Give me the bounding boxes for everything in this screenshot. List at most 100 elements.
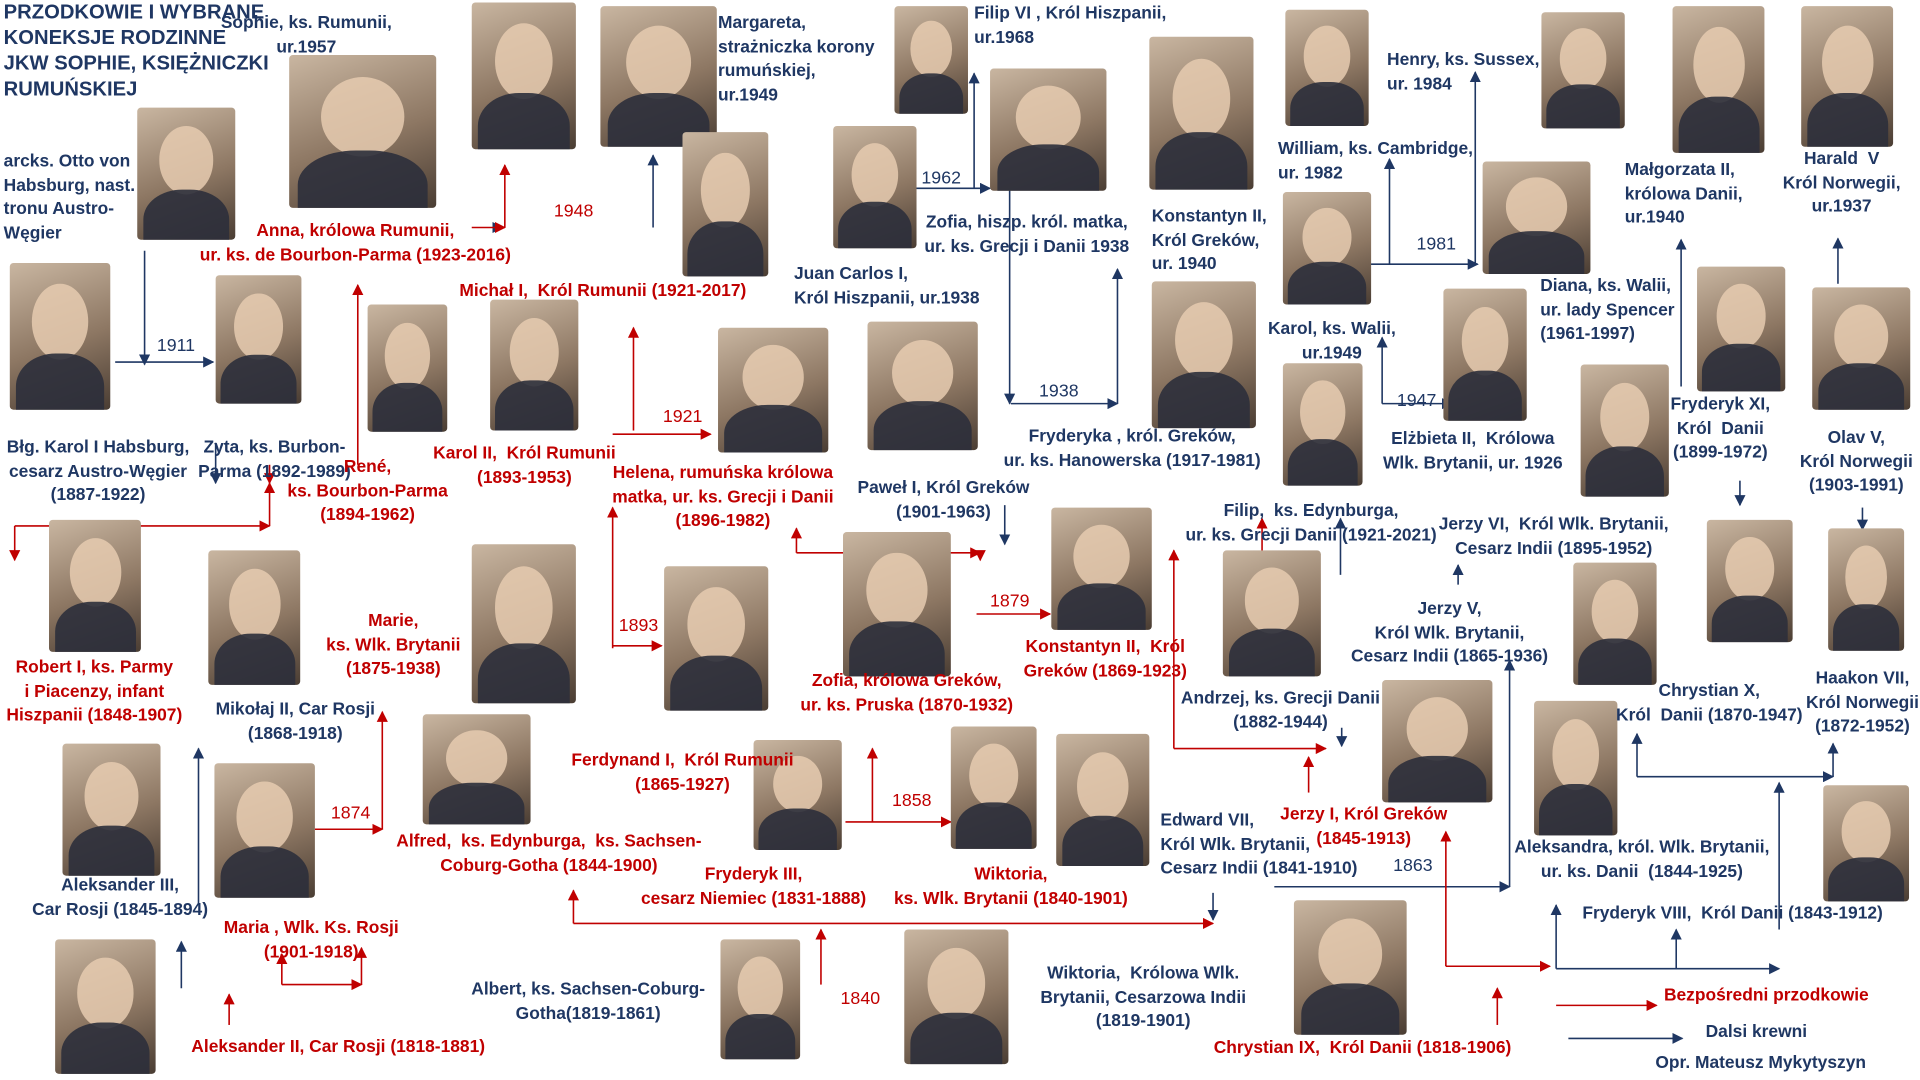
- portrait-photo: [894, 6, 968, 114]
- portrait-photo: [753, 739, 842, 851]
- person-label-anna: Anna, królowa Rumunii, ur. ks. de Bourbo…: [199, 221, 511, 265]
- marriage-year-1981: 1981: [1416, 234, 1456, 255]
- person-label-edward7: Edward VII, Król Wlk. Brytanii, Cesarz I…: [1160, 810, 1358, 879]
- person-label-haakon: Haakon VII, Król Norwegii (1872-1952): [1805, 669, 1919, 737]
- portrait-photo: [1482, 161, 1591, 274]
- portrait-photo: [664, 566, 769, 711]
- marriage-year-1921: 1921: [662, 407, 703, 427]
- portrait-photo: [1823, 785, 1910, 902]
- marriage-year-1893: 1893: [618, 616, 659, 637]
- portrait-photo: [600, 6, 717, 147]
- portrait-photo: [718, 327, 829, 453]
- person-label-karol2: Karol II, Król Rumunii (1893-1953): [433, 443, 616, 488]
- portrait-photo: [367, 304, 448, 432]
- legend-direct-label: Bezpośredni przodkowie: [1663, 985, 1869, 1006]
- person-label-diana: Diana, ks. Walii, ur. lady Spencer (1961…: [1540, 276, 1675, 344]
- person-label-sophie: Sophie, ks. Rumunii, ur.1957: [220, 13, 392, 57]
- person-label-karol1: Błg. Karol I Habsburg, cesarz Austro-Węg…: [6, 437, 190, 506]
- portrait-photo: [990, 68, 1107, 191]
- portrait-photo: [1812, 287, 1911, 410]
- person-label-albert: Albert, ks. Sachsen-Coburg- Gotha(1819-1…: [471, 979, 706, 1024]
- portrait-photo: [422, 714, 531, 825]
- person-label-karol-walii: Karol, ks. Walii, ur.1949: [1267, 319, 1396, 363]
- portrait-photo: [55, 939, 156, 1074]
- person-label-jerzy6: Jerzy VI, Król Wlk. Brytanii, Cesarz Ind…: [1438, 514, 1669, 559]
- portrait-photo: [1282, 363, 1363, 486]
- person-label-wiktoria-k: Wiktoria, Królowa Wlk. Brytanii, Cesarzo…: [1040, 963, 1247, 1032]
- portrait-photo: [1222, 550, 1321, 677]
- marriage-year-1948: 1948: [553, 201, 594, 222]
- person-label-marie: Marie, ks. Wlk. Brytanii (1875-1938): [326, 611, 461, 679]
- person-label-william: William, ks. Cambridge, ur. 1982: [1277, 139, 1473, 183]
- person-label-rene: René, ks. Bourbon-Parma (1894-1962): [287, 457, 448, 525]
- marriage-year-1911: 1911: [156, 336, 196, 356]
- marriage-year-1858: 1858: [892, 791, 932, 811]
- person-label-helena: Helena, rumuńska królowa matka, ur. ks. …: [612, 463, 834, 531]
- person-label-otto: arcks. Otto von Habsburg, nast. tronu Au…: [3, 151, 136, 243]
- person-label-konst2s: Konstantyn II, Król Greków (1869-1923): [1023, 637, 1187, 681]
- portrait-photo: [1672, 6, 1765, 153]
- portrait-photo: [471, 544, 576, 704]
- portrait-photo: [1801, 6, 1894, 147]
- portrait-photo: [1056, 733, 1150, 866]
- portrait-photo: [1285, 9, 1369, 126]
- portrait-photo: [1443, 288, 1527, 421]
- legend-other-label: Dalsi krewni: [1705, 1022, 1808, 1043]
- person-label-henry: Henry, ks. Sussex, ur. 1984: [1387, 50, 1540, 94]
- person-label-filip-edyn: Filip, ks. Edynburga, ur. ks. Grecji Dan…: [1185, 501, 1437, 545]
- person-label-aleksandra: Aleksandra, król. Wlk. Brytanii, ur. ks.…: [1514, 837, 1770, 882]
- person-label-olav: Olav V, Król Norwegii (1903-1991): [1799, 428, 1913, 496]
- person-label-chrystian10: Chrystian X, Król Danii (1870-1947): [1616, 681, 1803, 725]
- person-label-juancarlos: Juan Carlos I, Król Hiszpanii, ur.1938: [793, 264, 980, 308]
- person-label-fryderyk11: Fryderyk XI, Król Danii (1899-1972): [1670, 395, 1771, 463]
- person-label-chrystian9: Chrystian IX, Król Danii (1818-1906): [1213, 1038, 1512, 1058]
- page-title: PRZODKOWIE I WYBRANE KONEKSJE RODZINNE J…: [3, 1, 269, 101]
- portrait-photo: [490, 299, 579, 431]
- portrait-photo: [49, 519, 141, 652]
- marriage-year-1947: 1947: [1396, 391, 1437, 411]
- person-label-maria: Maria , Wlk. Ks. Rosji (1901-1918): [223, 918, 399, 962]
- portrait-photo: [214, 763, 315, 898]
- person-label-harald: Harald V Król Norwegii, ur.1937: [1782, 149, 1901, 217]
- portrait-photo: [1282, 192, 1372, 305]
- portrait-photo: [289, 55, 437, 208]
- person-label-mikolaj: Mikołaj II, Car Rosji (1868-1918): [215, 699, 375, 744]
- person-label-pawel: Paweł I, Król Greków (1901-1963): [857, 478, 1030, 522]
- portrait-photo: [1828, 528, 1905, 651]
- portrait-photo: [1151, 281, 1256, 429]
- marriage-year-1962: 1962: [921, 168, 961, 189]
- portrait-photo: [1580, 364, 1669, 497]
- person-label-aleksander3: Aleksander III, Car Rosji (1845-1894): [32, 875, 209, 920]
- portrait-photo: [215, 275, 302, 404]
- marriage-year-1874: 1874: [330, 803, 371, 824]
- marriage-year-1938: 1938: [1039, 381, 1079, 402]
- portrait-photo: [62, 743, 161, 876]
- person-label-konst2m: Konstantyn II, Król Greków, ur. 1940: [1151, 206, 1267, 274]
- portrait-photo: [1541, 12, 1625, 129]
- person-label-robert: Robert I, ks. Parmy i Piacenzy, infant H…: [6, 658, 183, 726]
- portrait-photo: [720, 939, 801, 1060]
- person-label-jerzy5: Jerzy V, Król Wlk. Brytanii, Cesarz Indi…: [1350, 599, 1549, 667]
- person-label-wiktoria-c: Wiktoria, ks. Wlk. Brytanii (1840-1901): [893, 864, 1128, 909]
- person-label-aleksander2: Aleksander II, Car Rosji (1818-1881): [191, 1037, 486, 1057]
- portrait-photo: [904, 929, 1009, 1065]
- person-label-filip6: Filip VI , Król Hiszpanii, ur.1968: [974, 3, 1167, 48]
- portrait-photo: [1382, 680, 1493, 803]
- portrait-photo: [867, 321, 978, 451]
- portrait-photo: [1697, 266, 1786, 392]
- portrait-photo: [137, 107, 236, 240]
- portrait-photo: [1534, 700, 1618, 836]
- portrait-photo: [682, 132, 769, 277]
- person-label-margareta: Margareta, strażniczka korony rumuńskiej…: [718, 13, 875, 105]
- portrait-photo: [833, 125, 917, 249]
- portrait-photo: [9, 262, 111, 410]
- person-label-malgorzata: Małgorzata II, królowa Danii, ur.1940: [1624, 160, 1743, 228]
- marriage-year-1879: 1879: [990, 591, 1030, 612]
- portrait-photo: [843, 532, 951, 677]
- person-label-ferdynand: Ferdynand I, Król Rumunii (1865-1927): [571, 750, 794, 795]
- portrait-photo: [1706, 519, 1793, 643]
- person-label-michal: Michał I, Król Rumunii (1921-2017): [459, 281, 747, 301]
- portrait-photo: [1573, 562, 1657, 685]
- portrait-photo: [1293, 900, 1407, 1035]
